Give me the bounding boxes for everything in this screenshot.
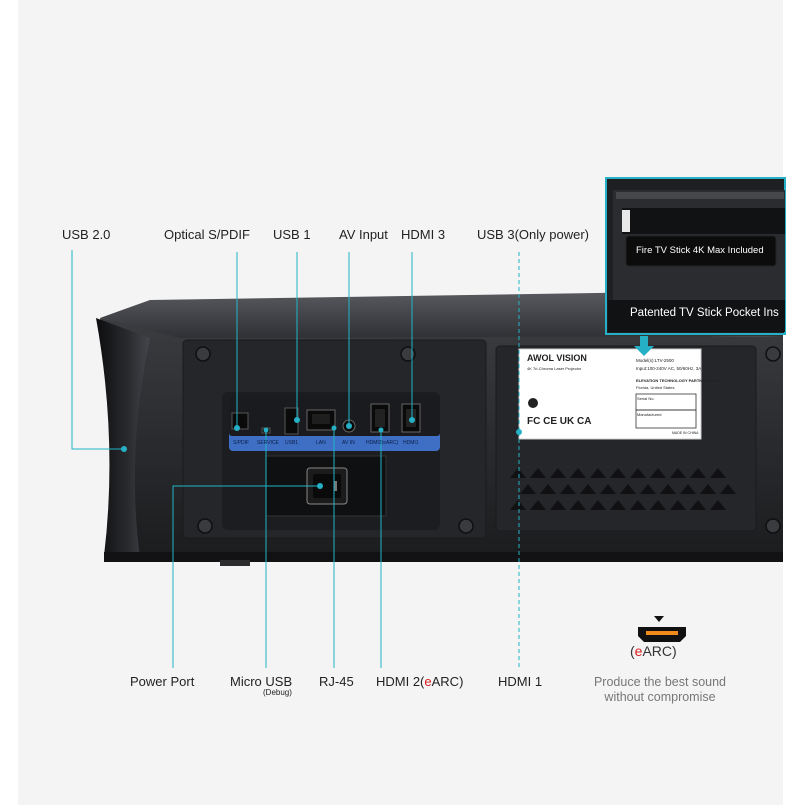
earc-rest: ARC): [642, 643, 677, 659]
sticker-manufactured: Manufactured: [637, 412, 662, 417]
vent-pattern: [510, 468, 736, 510]
label-hdmi3: HDMI 3: [401, 227, 446, 242]
tagline: Produce the best sound without compromis…: [560, 675, 760, 705]
fire-tv-stick: [622, 208, 785, 234]
earc-accent: e: [634, 643, 643, 659]
fire-tv-box: [625, 235, 777, 267]
sticker-made-in: MADE IN CHINA: [672, 431, 699, 435]
pocket-arrow: [634, 336, 654, 356]
inset-pocket-text: Patented TV Stick Pocket Ins: [630, 307, 779, 319]
label-usb1: USB 1: [273, 227, 311, 242]
tagline-line-1: Produce the best sound: [593, 675, 727, 689]
sticker-location: Florida, United States: [636, 385, 675, 390]
label-hdmi2-suffix: ARC): [431, 674, 464, 689]
sticker-brand: AWOL VISION: [527, 353, 587, 363]
port-label-spdif: S/PDIF: [233, 440, 250, 446]
projector-bottom-edge: [104, 552, 783, 562]
label-hdmi2-earc: HDMI 2(eARC): [376, 674, 463, 690]
sticker-serial: Serial No.: [637, 396, 655, 401]
label-micro-usb-debug: (Debug): [263, 688, 292, 697]
port-label-hdmi2: HDMI2(eARC): [366, 440, 399, 446]
label-hdmi2-prefix: HDMI 2(: [376, 674, 425, 689]
earc-badge-text: (eARC): [630, 643, 677, 659]
sticker-logo: [528, 398, 538, 408]
port-label-usb1: USB1: [285, 440, 299, 446]
port-label-service: SERVICE: [257, 440, 279, 446]
sticker-input: Input:100-240V AC, 50/60Hz, 3A: [636, 366, 702, 371]
earc-open: (: [630, 643, 635, 659]
port-label-av-in: AV IN: [342, 440, 355, 446]
sticker-marks: FC CE UK CA: [527, 416, 592, 427]
label-usb3: USB 3(Only power): [477, 227, 589, 242]
label-micro-usb: Micro USB: [230, 674, 293, 689]
sticker-company: ELEVATION TECHNOLOGY PARTNERS LLC: [636, 378, 720, 383]
label-optical-spdif: Optical S/PDIF: [164, 227, 250, 242]
port-label-hdmi1: HDMI1: [403, 440, 419, 446]
projector-side: [96, 318, 150, 558]
label-usb20: USB 2.0: [62, 227, 111, 242]
label-hdmi1: HDMI 1: [498, 674, 543, 689]
tagline-line-2: without compromise: [604, 690, 716, 704]
label-hdmi2-accent: e: [424, 674, 432, 689]
callout-dots: [121, 417, 522, 452]
label-av-input: AV Input: [339, 227, 388, 242]
screws: [195, 346, 781, 534]
sticker-product: 4K Tri-Chroma Laser Projector: [527, 366, 582, 371]
pocket-bar: [608, 300, 785, 332]
port-spdif: [231, 412, 249, 430]
inset-fire-tv-text: Fire TV Stick 4K Max Included: [636, 245, 764, 256]
callout-lines: [71, 250, 520, 668]
port-label-lan: LAN: [316, 440, 326, 446]
label-rj45: RJ-45: [319, 674, 354, 689]
projector-foot: [220, 560, 250, 566]
sticker-model: Model(s):LTV-2500: [636, 358, 674, 363]
label-power-port: Power Port: [130, 674, 195, 689]
earc-down-arrow: [654, 616, 664, 622]
